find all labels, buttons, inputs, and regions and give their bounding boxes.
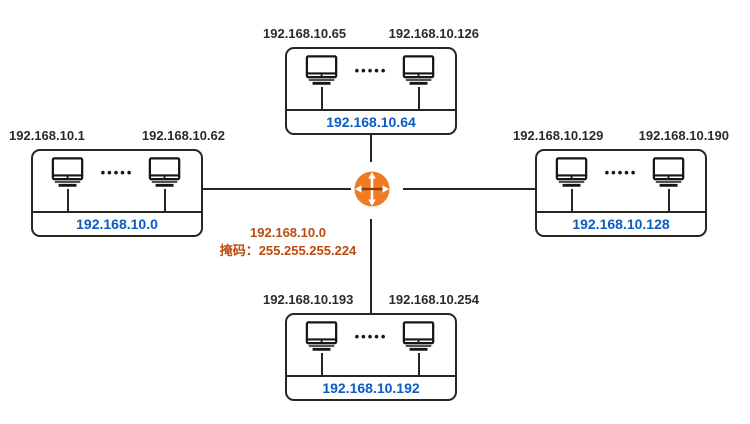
first-host-ip: 192.168.10.129 [513,128,604,143]
subnet-address-label: 192.168.10.128 [572,216,670,232]
computer-icon [652,157,685,187]
host-ip-row: 192.168.10.193 192.168.10.254 [263,292,479,308]
link-left-subnet [203,188,351,190]
link-bottom-subnet [370,219,372,314]
network-mask-note: 192.168.10.0 掩码：255.255.255.224 [188,224,388,260]
pc-drop-line [321,353,323,375]
link-top-subnet [370,134,372,162]
computer-icon [555,157,588,187]
network-address-note: 192.168.10.0 [250,225,326,240]
lan-bus-line [33,211,201,213]
first-host-ip: 192.168.10.193 [263,292,354,307]
subnet-group-left: 192.168.10.1 192.168.10.62 ••••• [9,128,225,237]
lan-bus-line [537,211,705,213]
subnet-box: ••••• 192.168.10.64 [285,47,457,135]
hosts-ellipsis: ••••• [354,329,388,344]
computer-icon [305,321,338,351]
host-ip-row: 192.168.10.65 192.168.10.126 [263,26,479,42]
pc-drop-line [571,189,573,211]
lan-bus-line [287,375,455,377]
subnet-group-right: 192.168.10.129 192.168.10.190 ••••• [513,128,729,237]
pc-drop-line [668,189,670,211]
subnet-address-label: 192.168.10.192 [322,380,420,396]
host-ip-row: 192.168.10.1 192.168.10.62 [9,128,225,144]
pc-drop-line [67,189,69,211]
first-host-ip: 192.168.10.1 [9,128,85,143]
first-host-ip: 192.168.10.65 [263,26,347,41]
subnet-mask-note: 掩码：255.255.255.224 [219,243,357,258]
subnet-group-bottom: 192.168.10.193 192.168.10.254 ••••• [263,292,479,401]
subnet-group-top: 192.168.10.65 192.168.10.126 ••••• [263,26,479,135]
last-host-ip: 192.168.10.62 [141,128,225,143]
last-host-ip: 192.168.10.254 [388,292,479,307]
router-icon [354,171,390,207]
link-right-subnet [403,188,535,190]
pc-drop-line [418,353,420,375]
subnet-address-label: 192.168.10.0 [76,216,158,232]
subnet-box: ••••• 192.168.10.0 [31,149,203,237]
lan-bus-line [287,109,455,111]
hosts-ellipsis: ••••• [604,165,638,180]
computer-icon [51,157,84,187]
subnet-box: ••••• 192.168.10.128 [535,149,707,237]
subnet-box: ••••• 192.168.10.192 [285,313,457,401]
pc-drop-line [164,189,166,211]
computer-icon [148,157,181,187]
hosts-ellipsis: ••••• [354,63,388,78]
computer-icon [402,321,435,351]
last-host-ip: 192.168.10.126 [388,26,479,41]
subnet-address-label: 192.168.10.64 [326,114,416,130]
hosts-ellipsis: ••••• [100,165,134,180]
pc-drop-line [418,87,420,109]
computer-icon [402,55,435,85]
host-ip-row: 192.168.10.129 192.168.10.190 [513,128,729,144]
pc-drop-line [321,87,323,109]
last-host-ip: 192.168.10.190 [638,128,729,143]
computer-icon [305,55,338,85]
